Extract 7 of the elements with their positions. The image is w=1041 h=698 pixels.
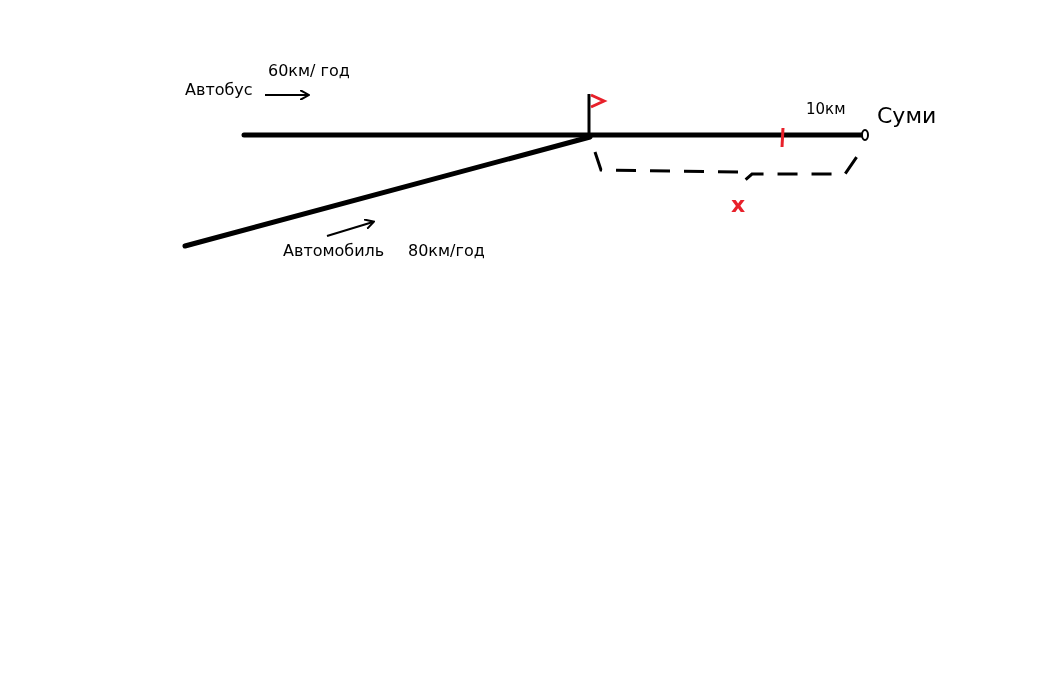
unknown-variable-label: x [731, 194, 746, 216]
speed-label: 60км/ год [268, 63, 350, 79]
speed-label: 80км/год [408, 243, 485, 259]
distance-label: 10км [806, 102, 846, 117]
city-label: Суми [877, 105, 937, 127]
vehicle-label: Автомобиль [283, 243, 385, 259]
vehicle-label: Автобус [185, 82, 253, 98]
